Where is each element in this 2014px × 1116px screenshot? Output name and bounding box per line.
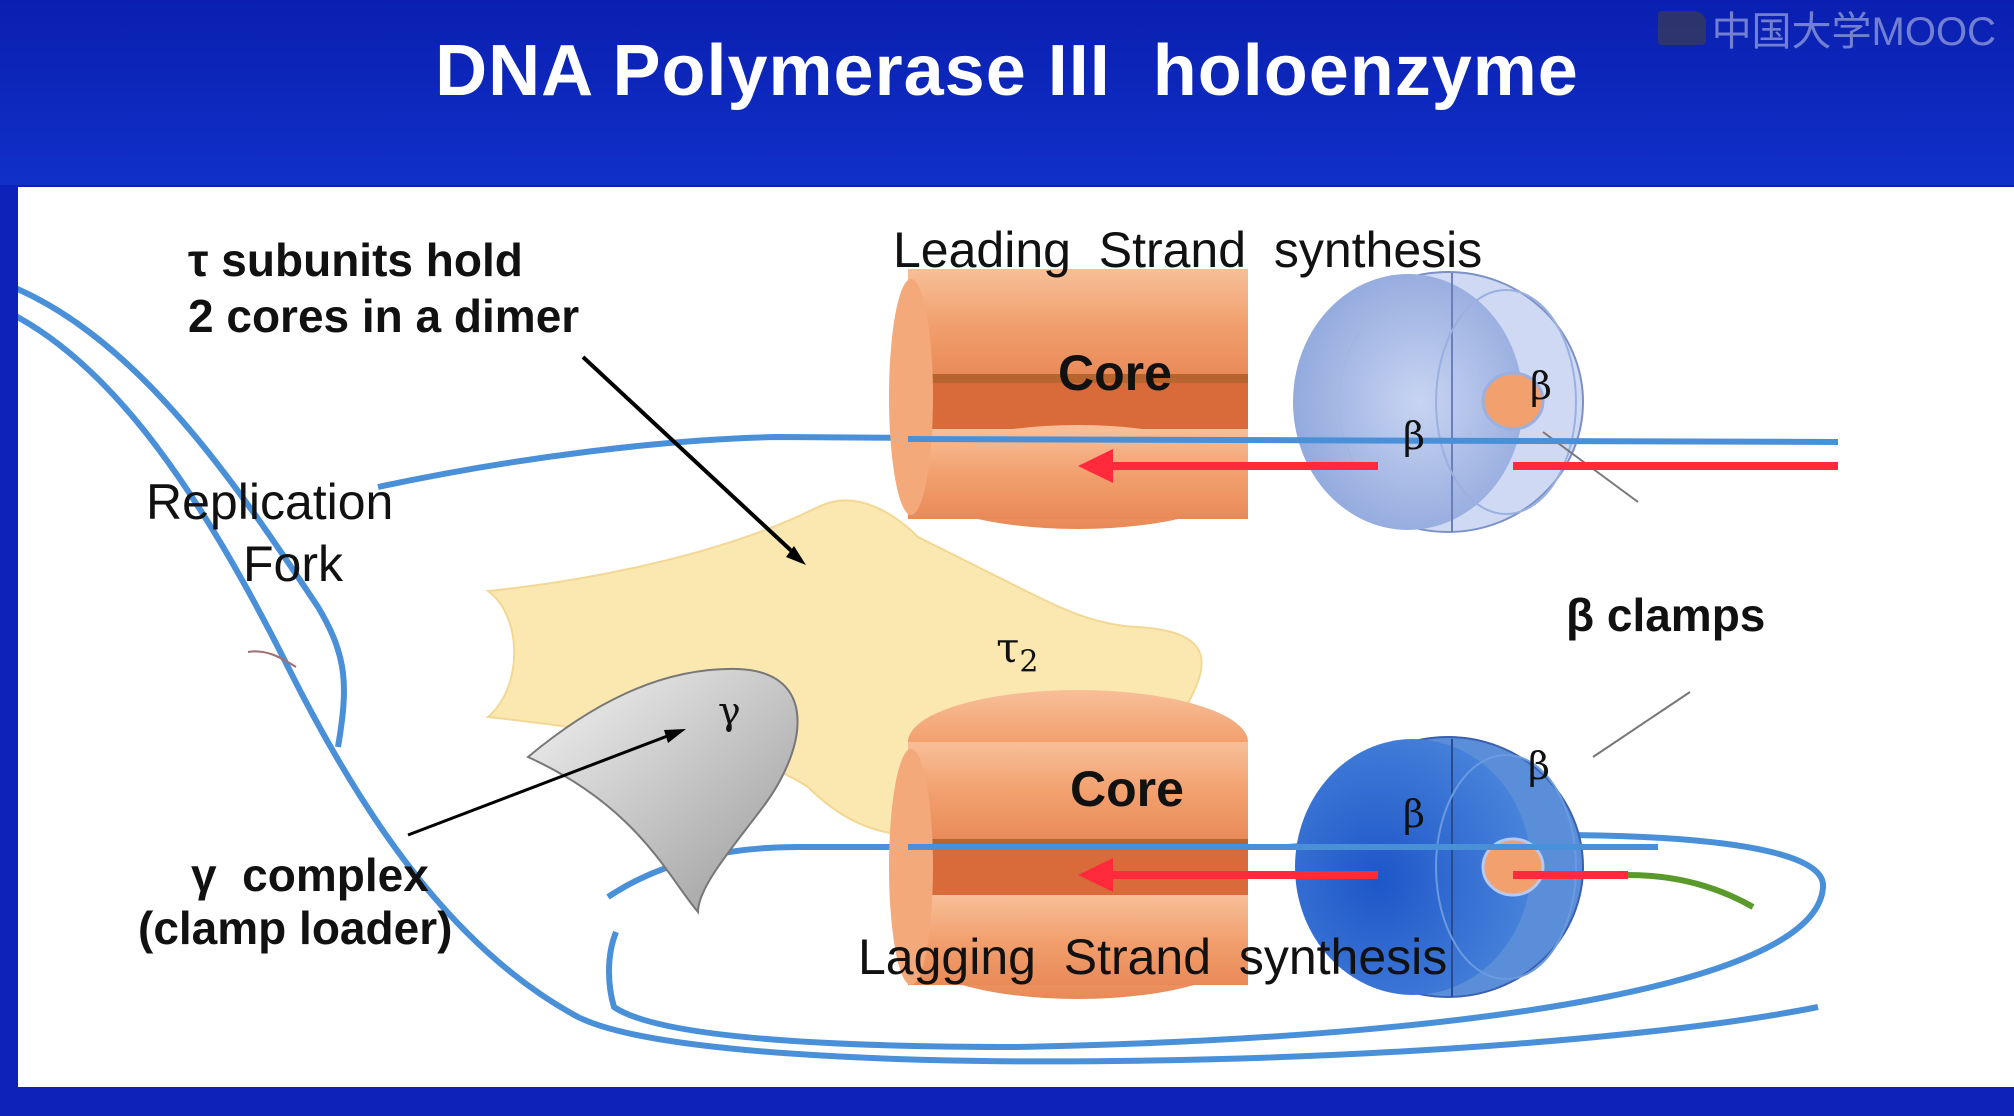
beta-clamps-label: β clamps (1566, 589, 1766, 641)
gamma-complex-shape (526, 667, 799, 915)
beta-label-top-right: β (1530, 364, 1552, 408)
template-strand-upper (18, 286, 347, 748)
tau-label-line1: τ subunits hold (188, 234, 523, 286)
tau2-subscript: 2 (1019, 644, 1039, 680)
lagging-arrowhead (1078, 858, 1113, 892)
fork-label: Fork (243, 536, 343, 592)
fork-tick-mark (247, 650, 297, 668)
tau2-symbol: τ (996, 623, 1020, 672)
beta-label-top-left: β (1403, 414, 1425, 458)
clamp-loader-label: (clamp loader) (138, 902, 453, 954)
title-bar: DNA Polymerase III holoenzyme 中国大学MOOC (0, 0, 2014, 185)
leading-strand-label: Leading Strand synthesis (893, 222, 1483, 278)
gamma-complex-label: γ complex (191, 849, 429, 901)
replication-label: Replication (146, 474, 394, 530)
core-bottom-label: Core (1070, 761, 1184, 817)
tau2-label: τ2 (916, 585, 1038, 719)
leading-template-through-core (907, 436, 1839, 445)
leading-arrowhead (1078, 449, 1113, 483)
core-bottom (889, 690, 1248, 999)
gamma-pointer-arrowhead (664, 729, 686, 743)
tau-pointer-line (581, 355, 800, 559)
mooc-logo-icon (1657, 11, 1706, 45)
leading-template-strand (377, 433, 1099, 490)
template-strand-lower (18, 313, 1819, 1065)
beta-clamp-top (1293, 271, 1639, 533)
core-top-label: Core (1058, 345, 1172, 401)
core-top (889, 269, 1248, 529)
beta-label-bottom-left: β (1403, 792, 1425, 836)
okazaki-primer (1627, 872, 1755, 910)
lagging-strand-label: Lagging Strand synthesis (858, 929, 1448, 985)
diagram-canvas: τ subunits hold 2 cores in a dimer Leadi… (18, 187, 2014, 1087)
beta-label-bottom-right: β (1528, 744, 1550, 788)
gamma-symbol-label: γ (718, 689, 741, 733)
tau-pointer-arrowhead (786, 546, 806, 565)
gamma-pointer-line (407, 730, 679, 837)
tau-label-line2: 2 cores in a dimer (188, 290, 580, 342)
slide-title: DNA Polymerase III holoenzyme (435, 31, 1579, 111)
holoenzyme-diagram (18, 269, 1839, 1065)
beta-clamp-bottom (1295, 691, 1691, 998)
watermark-text: 中国大学MOOC (1711, 10, 1996, 54)
mooc-watermark: 中国大学MOOC (1657, 6, 1996, 54)
